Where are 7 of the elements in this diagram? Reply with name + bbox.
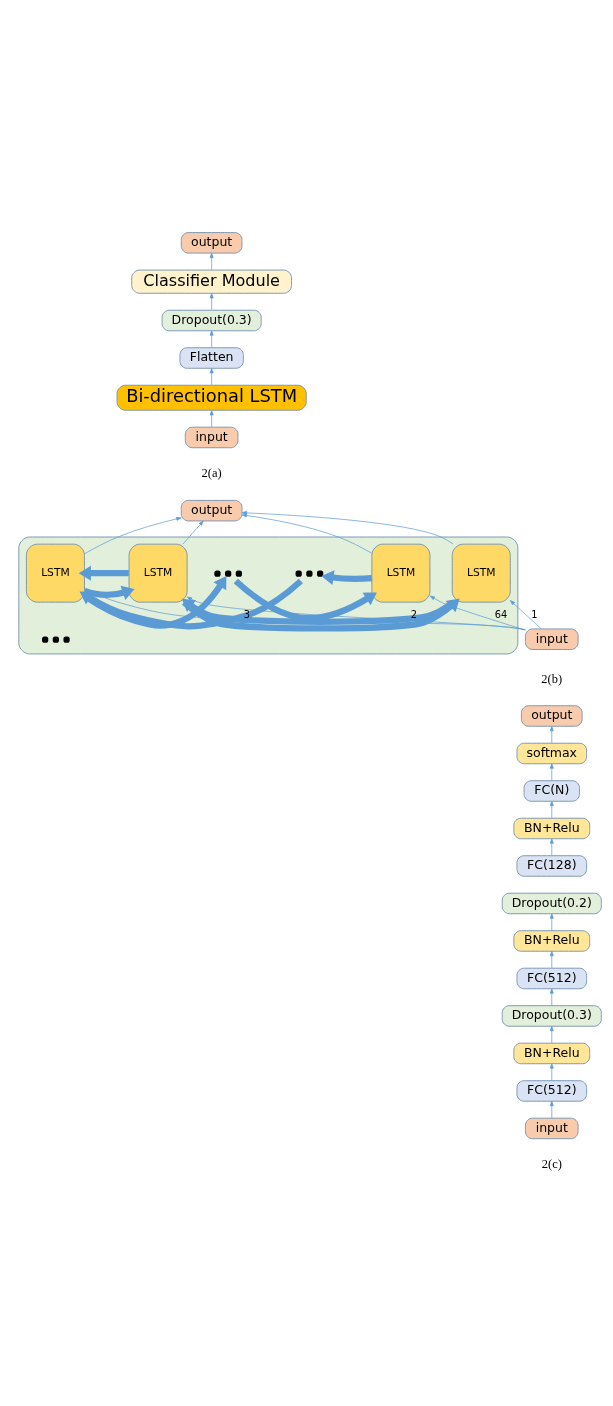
edge-label: 3 — [243, 608, 251, 620]
label: 2(b) — [541, 671, 563, 686]
edge-label: 2 — [410, 608, 417, 620]
label: 2(c) — [541, 1156, 562, 1171]
edge-label: 1 — [531, 608, 538, 620]
label: 2(a) — [201, 465, 222, 480]
edge-label: 64 — [494, 608, 508, 620]
